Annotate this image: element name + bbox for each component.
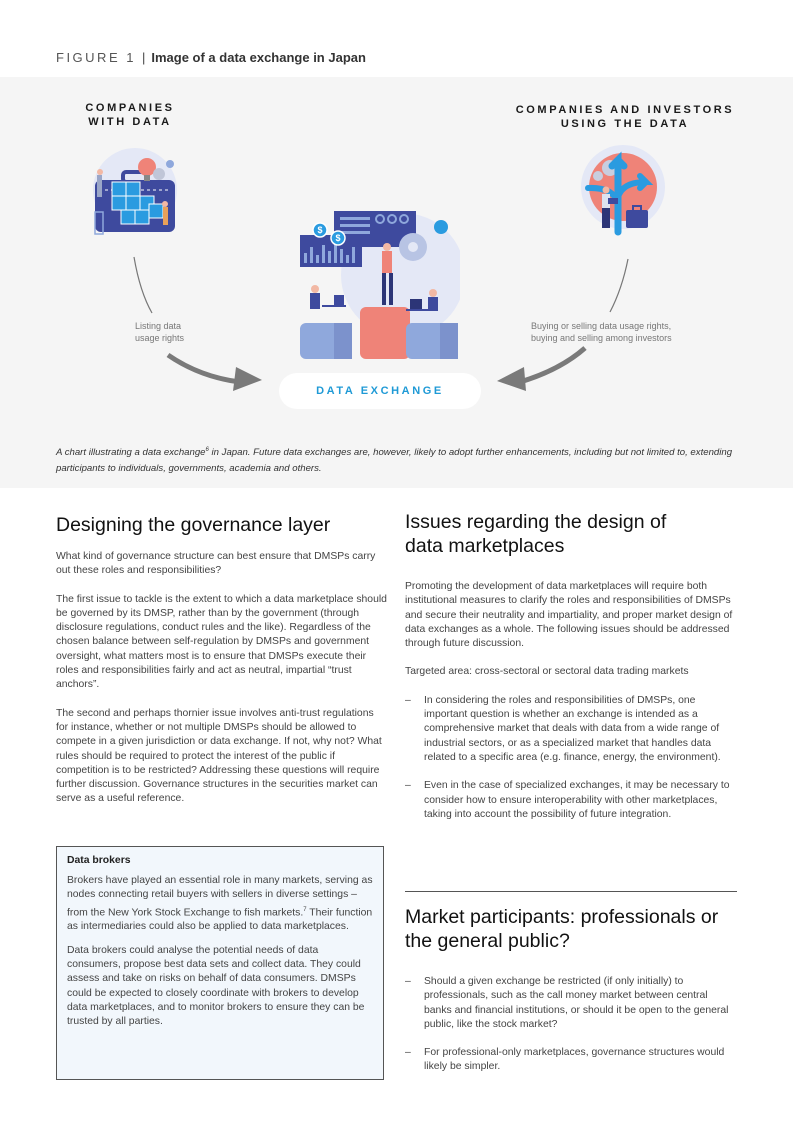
figure-number: FIGURE 1 — [56, 50, 136, 65]
data-brokers-para1: Brokers have played an essential role in… — [67, 874, 373, 935]
left-arrowhead — [233, 367, 262, 391]
dash-marker: – — [405, 694, 411, 706]
caption-footnote[interactable]: 6 — [205, 447, 209, 453]
data-brokers-footnote[interactable]: 7 — [303, 906, 307, 913]
participants-section: Market participants: professionals or th… — [405, 905, 737, 1089]
label-companies-and-investors: COMPANIES AND INVESTORS USING THE DATA — [515, 104, 735, 130]
participants-bullet: – For professional-only marketplaces, gov… — [405, 1046, 737, 1075]
figure-panel: COMPANIES WITH DATA COMPANIES AND INVEST… — [0, 77, 793, 488]
dash-marker: – — [405, 1047, 411, 1059]
issues-heading: Issues regarding the design of data mark… — [405, 511, 667, 557]
participants-bullet: – Should a given exchange be restricted (… — [405, 975, 737, 1032]
flow-arrows — [133, 256, 629, 391]
data-exchange-pill: DATA EXCHANGE — [279, 373, 481, 409]
issues-bullet: – In considering the roles and responsibi… — [405, 694, 737, 765]
issues-section: Issues regarding the design of data mark… — [405, 510, 737, 836]
data-brokers-para1-part2: Their function as intermediaries could a… — [67, 907, 373, 933]
participants-bullet-text: For professional-only marketplaces, gove… — [424, 1047, 725, 1073]
note-right-line2: buying and selling among investors — [531, 333, 672, 343]
companies-investors-illustration — [581, 145, 665, 236]
caption-part1: A chart illustrating a data exchange — [56, 447, 206, 459]
issues-bullet: – Even in the case of specialized exchang… — [405, 779, 737, 822]
note-listing-rights: Listing data usage rights — [135, 321, 185, 343]
puzzle-briefcase-illustration — [93, 148, 177, 235]
data-brokers-title: Data brokers — [67, 855, 131, 866]
issues-targeted-area: Targeted area: cross-sectoral or sectora… — [405, 666, 689, 678]
figure-header: FIGURE 1 | Image of a data exchange in Jap… — [56, 50, 366, 65]
issues-intro: Promoting the development of data market… — [405, 581, 733, 650]
issues-bullet-text: Even in the case of specialized exchange… — [424, 780, 730, 820]
participants-bullet-list: – Should a given exchange be restricted (… — [405, 975, 737, 1075]
note-right-line1: Buying or selling data usage rights, — [531, 321, 672, 331]
caption-part2: in Japan. Future data exchanges are, how… — [56, 447, 733, 475]
governance-section: Designing the governance layer What kind… — [56, 513, 388, 807]
data-exchange-illustration: $ $ — [300, 211, 460, 359]
dash-marker: – — [405, 780, 411, 792]
dash-marker: – — [405, 976, 411, 987]
data-brokers-box: Data brokers Brokers have played an esse… — [56, 846, 384, 1080]
label-companies-with-data: COMPANIES WITH DATA — [85, 102, 175, 128]
issues-bullet-text: In considering the roles and responsibil… — [424, 694, 721, 763]
governance-heading: Designing the governance layer — [56, 514, 331, 536]
participants-bullet-text: Should a given exchange be restricted (i… — [424, 976, 729, 1030]
left-thin-curve — [133, 256, 153, 314]
data-brokers-para2: Data brokers could analyse the potential… — [67, 944, 365, 1028]
data-brokers-para1-part1: Brokers have played an essential role in… — [67, 875, 373, 919]
right-thin-curve — [609, 258, 629, 313]
right-flow-arrow — [519, 346, 587, 385]
section-divider — [405, 891, 737, 892]
governance-para2: The second and perhaps thornier issue in… — [56, 707, 382, 805]
svg-text:$: $ — [317, 225, 322, 235]
figure-caption: A chart illustrating a data exchange6 in… — [56, 442, 746, 477]
left-flow-arrow — [166, 352, 241, 385]
svg-text:$: $ — [335, 233, 340, 243]
data-exchange-label: DATA EXCHANGE — [316, 385, 444, 397]
figure-title: Image of a data exchange in Japan — [151, 50, 366, 65]
right-arrowhead — [497, 367, 526, 391]
note-buying-selling: Buying or selling data usage rights, buy… — [531, 320, 672, 344]
governance-para1: The first issue to tackle is the extent … — [56, 593, 387, 691]
participants-heading: Market participants: professionals or th… — [405, 906, 719, 952]
governance-intro: What kind of governance structure can be… — [56, 551, 376, 577]
figure-separator: | — [141, 50, 146, 65]
issues-bullet-list: – In considering the roles and responsibi… — [405, 694, 737, 822]
